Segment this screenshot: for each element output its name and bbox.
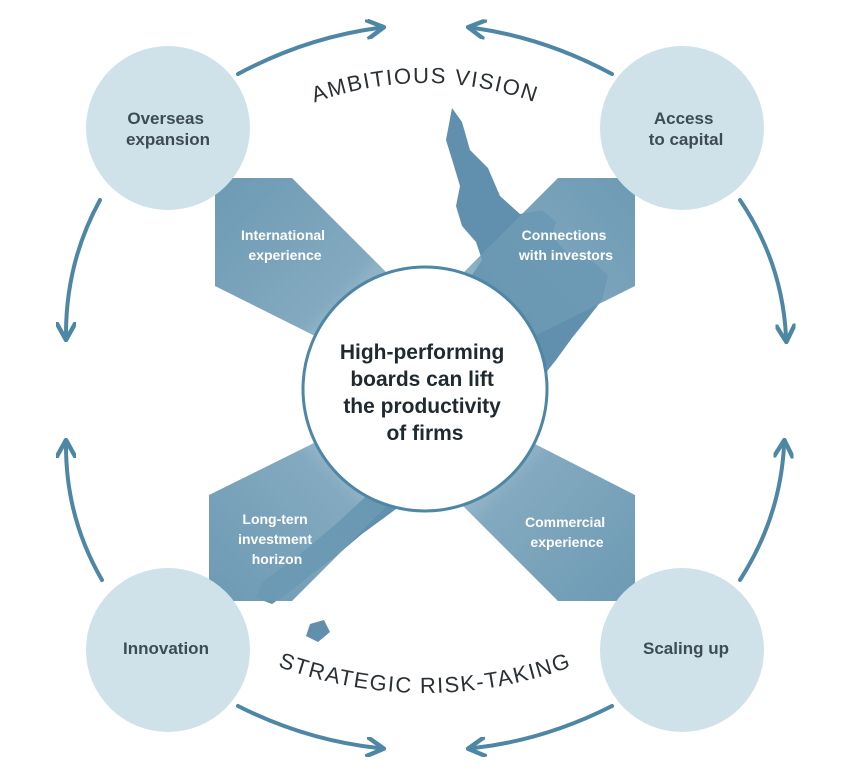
arm-label-commercial-experience: Commercial experience [525,514,609,550]
label-innovation: Innovation [123,639,209,658]
stewart-island-shape [306,620,330,642]
arrow-top-left-to-top-center [236,28,378,76]
label-overseas-expansion: Overseas expansion [126,109,210,149]
arrow-left-lower-up [66,446,104,582]
arrow-right-lower-up [738,446,784,582]
label-access-to-capital: Access to capital [649,109,724,149]
arm-label-long-term-investment-horizon: Long-tern investment horizon [238,511,316,567]
circle-scaling-up [600,568,764,732]
circle-overseas-expansion [86,46,250,210]
cycle-arrows [66,28,786,748]
arrow-right-upper-down [738,198,786,336]
label-scaling-up: Scaling up [643,639,729,658]
circle-innovation [86,568,250,732]
corner-circles [86,46,764,732]
heading-ambitious-vision: AMBITIOUS VISION [308,63,542,107]
arrow-left-upper-down [66,198,102,334]
arrow-top-right-to-top-center [474,28,614,76]
arrow-bottom-right-to-bottom-center [474,704,614,748]
center-statement: High-performing boards can lift the prod… [340,341,510,445]
arm-label-connections-with-investors: Connections with investors [518,227,613,263]
arrow-bottom-left-to-bottom-center [236,704,378,748]
center-circle [301,265,549,513]
circle-access-to-capital [600,46,764,210]
arm-label-international-experience: International experience [241,227,329,263]
heading-strategic-risk-taking: STRATEGIC RISK-TAKING [276,648,574,698]
